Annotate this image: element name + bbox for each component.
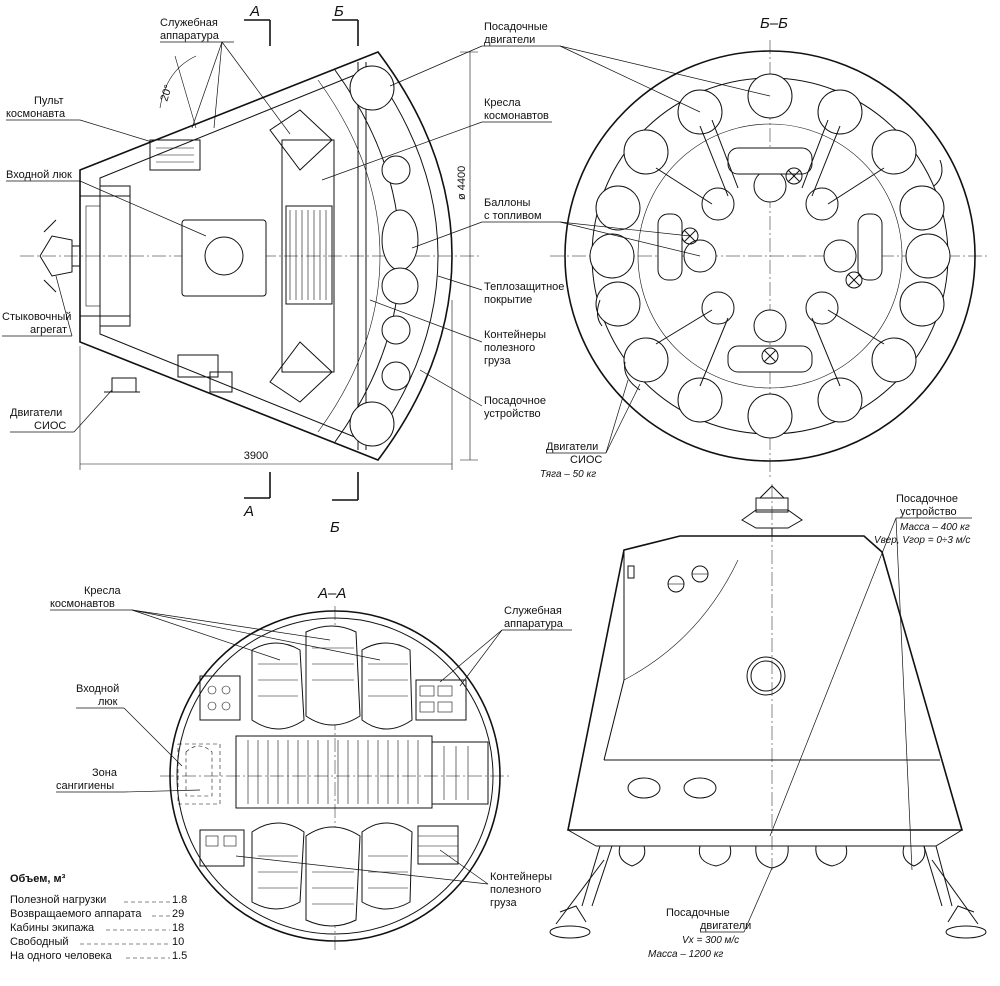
svg-text:Масса – 400 кг: Масса – 400 кг [900, 522, 970, 533]
svg-text:На одного человека: На одного человека [10, 950, 113, 962]
svg-text:агрегат: агрегат [30, 324, 67, 336]
label-aa-containers: Контейнеры полезного груза [235, 849, 552, 909]
svg-text:покрытие: покрытие [484, 294, 532, 306]
svg-text:двигатели: двигатели [484, 34, 535, 46]
svg-text:Входной люк: Входной люк [6, 169, 72, 181]
label-exterior-landing-engines: Посадочные двигатели Vx = 300 м/с Масса … [648, 867, 773, 960]
svg-text:Посадочные: Посадочные [666, 907, 730, 919]
label-aa-seats: Кресла космонавтов [50, 585, 381, 661]
svg-text:Зона: Зона [92, 767, 118, 779]
svg-text:двигатели: двигатели [700, 920, 751, 932]
label-sios: Двигатели СИОС [10, 389, 113, 433]
svg-text:Двигатели: Двигатели [546, 441, 598, 453]
volume-row: Возвращаемого аппарата 29 [10, 908, 184, 920]
angle-label: 20° [158, 83, 175, 103]
svg-text:Посадочное: Посадочное [896, 493, 958, 505]
svg-text:29: 29 [172, 908, 184, 920]
svg-text:Vвер, Vгор = 0÷3 м/с: Vвер, Vгор = 0÷3 м/с [874, 535, 970, 546]
svg-text:Кресла: Кресла [484, 97, 522, 109]
svg-text:Посадочные: Посадочные [484, 21, 548, 33]
svg-text:Полезной нагрузки: Полезной нагрузки [10, 894, 106, 906]
svg-text:аппаратура: аппаратура [504, 618, 564, 630]
svg-text:Vx = 300 м/с: Vx = 300 м/с [682, 935, 739, 946]
label-console: Пульт космонавта [6, 95, 153, 143]
diameter-label: ø 4400 [456, 166, 468, 200]
svg-text:устройство: устройство [484, 408, 541, 420]
svg-text:сангигиены: сангигиены [56, 780, 114, 792]
svg-text:Тяга – 50 кг: Тяга – 50 кг [540, 469, 596, 480]
svg-text:Стыковочный: Стыковочный [2, 311, 71, 323]
label-containers: Контейнеры полезного груза [369, 299, 546, 367]
svg-text:СИОС: СИОС [34, 420, 66, 432]
svg-text:Возвращаемого аппарата: Возвращаемого аппарата [10, 908, 142, 920]
svg-text:аппаратура: аппаратура [160, 30, 220, 42]
label-landing-engines: Посадочные двигатели [389, 21, 560, 87]
section-mark-a-top: А [249, 3, 260, 20]
label-docking: Стыковочный агрегат [2, 275, 73, 337]
label-bb-sios: Двигатели СИОС Тяга – 50 кг [540, 379, 641, 480]
svg-text:СИОС: СИОС [570, 454, 602, 466]
svg-text:Масса – 1200 кг: Масса – 1200 кг [648, 949, 723, 960]
svg-text:1.5: 1.5 [172, 950, 187, 962]
svg-text:груза: груза [484, 355, 512, 367]
svg-text:устройство: устройство [900, 506, 957, 518]
svg-text:Пульт: Пульт [34, 95, 64, 107]
svg-text:10: 10 [172, 936, 184, 948]
label-tanks: Баллоны с топливом [411, 197, 560, 249]
svg-text:полезного: полезного [484, 342, 535, 354]
length-label: 3900 [244, 450, 268, 462]
label-hatch: Входной люк [6, 169, 207, 237]
svg-text:полезного: полезного [490, 884, 541, 896]
svg-text:космонавта: космонавта [6, 108, 66, 120]
volume-table-title: Объем, м³ [10, 873, 66, 885]
svg-text:Свободный: Свободный [10, 936, 69, 948]
label-seats: Кресла космонавтов [321, 97, 552, 181]
volume-row: Кабины экипажа 18 [10, 922, 184, 934]
volume-table: Объем, м³ Полезной нагрузки 1.8 Возвраща… [10, 873, 187, 962]
exterior-view: Посадочное устройство Масса – 400 кг Vве… [549, 484, 987, 960]
svg-text:Двигатели: Двигатели [10, 407, 62, 419]
svg-text:космонавтов: космонавтов [484, 110, 549, 122]
svg-text:1.8: 1.8 [172, 894, 187, 906]
label-aa-hatch: Входной люк [76, 683, 183, 767]
svg-text:Служебная: Служебная [504, 605, 562, 617]
section-bb-title: Б–Б [760, 15, 788, 32]
label-exterior-landing-gear: Посадочное устройство Масса – 400 кг Vве… [769, 493, 972, 871]
svg-text:Баллоны: Баллоны [484, 197, 530, 209]
label-landing-gear: Посадочное устройство [419, 369, 546, 420]
svg-text:люк: люк [98, 696, 118, 708]
svg-text:Кабины экипажа: Кабины экипажа [10, 922, 95, 934]
section-aa-view: А–А [10, 585, 572, 962]
section-mark-b-top: Б [334, 3, 344, 20]
section-bb-view: Б–Б [540, 15, 990, 480]
svg-text:Посадочное: Посадочное [484, 395, 546, 407]
svg-text:с топливом: с топливом [484, 210, 542, 222]
side-view: 20° ø 4400 3900 А Б А Б Служебная аппара… [2, 3, 564, 536]
section-aa-title: А–А [317, 585, 346, 602]
label-aa-service-equipment: Служебная аппаратура [439, 605, 572, 687]
svg-text:18: 18 [172, 922, 184, 934]
volume-row: На одного человека 1.5 [10, 950, 187, 962]
svg-text:Служебная: Служебная [160, 17, 218, 29]
section-mark-a-bottom: А [243, 503, 254, 520]
section-mark-b-bottom: Б [330, 519, 340, 536]
svg-text:космонавтов: космонавтов [50, 598, 115, 610]
svg-text:Контейнеры: Контейнеры [490, 871, 552, 883]
svg-text:Кресла: Кресла [84, 585, 122, 597]
svg-text:Входной: Входной [76, 683, 119, 695]
svg-text:Контейнеры: Контейнеры [484, 329, 546, 341]
label-service-equipment: Служебная аппаратура [160, 17, 291, 135]
label-heat-shield: Теплозащитное покрытие [437, 275, 564, 306]
label-aa-hygiene: Зона сангигиены [56, 767, 201, 793]
svg-text:Теплозащитное: Теплозащитное [484, 281, 564, 293]
volume-row: Полезной нагрузки 1.8 [10, 894, 187, 906]
svg-text:груза: груза [490, 897, 518, 909]
volume-row: Свободный 10 [10, 936, 184, 948]
